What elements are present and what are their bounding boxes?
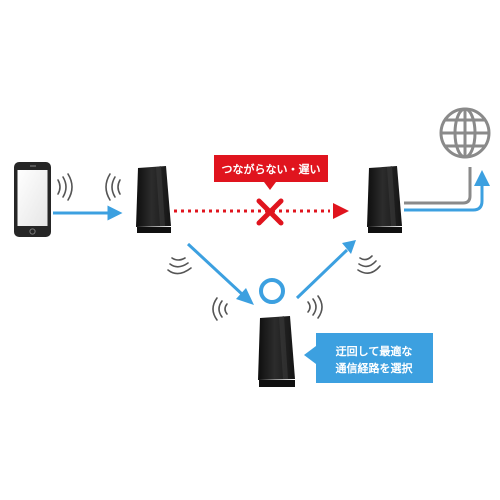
arrow-router1-to-router2-head [236, 288, 254, 305]
router-icon [136, 166, 171, 233]
arrow-router2-to-router3-head [342, 240, 356, 254]
reroute-callout-line1: 迂回して最適な [336, 344, 413, 358]
phone-wifi-icon [57, 173, 73, 201]
router-to-internet-line [404, 167, 472, 205]
failure-callout-label: つながらない・遅い [222, 162, 321, 176]
cross-icon [256, 198, 284, 226]
router2-right-wifi-icon [307, 295, 323, 319]
reroute-callout: 迂回して最適な 通信経路を選択 [304, 333, 433, 383]
router3-wifi-icon [357, 255, 381, 274]
arrow-router2-to-router3 [295, 248, 349, 300]
router-icon [258, 316, 295, 387]
reroute-callout-line2: 通信経路を選択 [336, 361, 414, 375]
arrow-router1-to-router2 [186, 242, 245, 297]
failed-link-arrowhead [333, 203, 349, 219]
router-icon [367, 166, 402, 233]
failure-callout: つながらない・遅い [214, 155, 328, 190]
router1-wifi-icon [105, 173, 121, 201]
uplink-arrow-line [404, 184, 484, 212]
router2-left-wifi-icon [212, 297, 228, 321]
uplink-arrowhead [474, 170, 490, 186]
smartphone-icon [14, 162, 51, 237]
globe-icon [439, 107, 491, 159]
router1-down-wifi-icon [167, 257, 192, 275]
circle-ok-icon [259, 278, 285, 304]
